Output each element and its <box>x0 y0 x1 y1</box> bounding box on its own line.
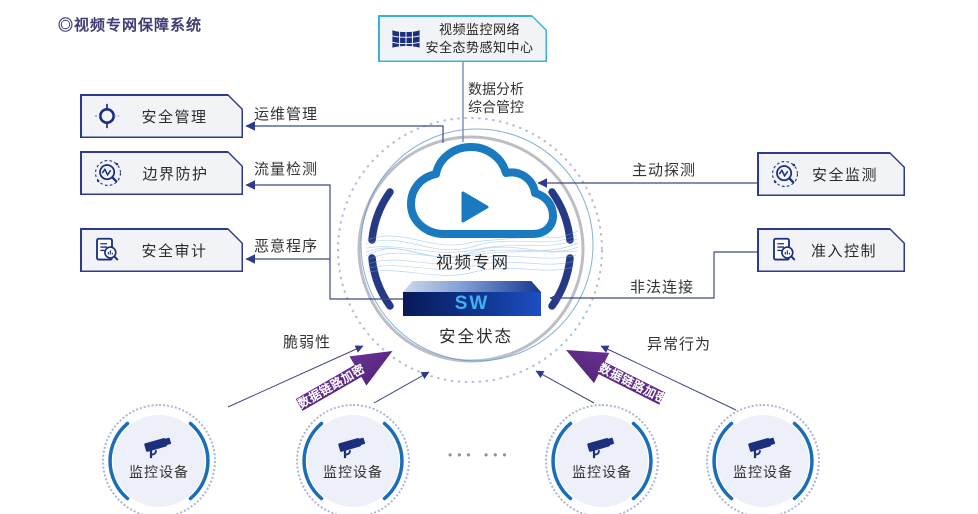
node-security-management: 安全管理 <box>80 94 243 138</box>
wave-lines <box>365 230 579 276</box>
device-dotted-ring <box>102 404 216 514</box>
edge-label-probe: 主动探测 <box>632 162 697 179</box>
node-border-protection: 边界防护 <box>80 151 243 195</box>
device-circle: 监控设备 <box>556 415 648 507</box>
device-circle: 监控设备 <box>113 415 205 507</box>
cctv-camera-icon <box>144 437 172 459</box>
device-node-3: 监控设备 <box>543 402 661 514</box>
device-label: 监控设备 <box>733 464 793 480</box>
device-circle: 监控设备 <box>307 415 399 507</box>
device-bracket-arcs <box>302 421 404 501</box>
status-label: 安全状态 <box>439 328 513 346</box>
target-icon <box>92 101 122 131</box>
outer-dotted-ring <box>337 117 603 383</box>
node-label: 安全管理 <box>141 108 208 126</box>
radar-scan-icon <box>92 157 124 189</box>
radar-scan-icon <box>769 158 801 190</box>
node-security-audit: 安全审计 <box>80 228 243 272</box>
device-bracket-arcs <box>551 421 653 501</box>
accent-ring <box>360 128 594 362</box>
switch-box: SW <box>403 281 541 316</box>
switch-label: SW <box>454 293 490 314</box>
cctv-camera-icon <box>748 437 776 459</box>
device-dotted-ring <box>706 404 820 514</box>
edge-label-malware: 恶意程序 <box>254 238 319 255</box>
switch-box-top <box>403 281 541 292</box>
device-dotted-ring <box>545 404 659 514</box>
device-bracket-arcs <box>712 421 814 501</box>
device-circle: 监控设备 <box>717 415 809 507</box>
more-devices-ellipsis: ••• ••• <box>448 448 512 462</box>
node-label: 视频监控网络 安全态势感知中心 <box>425 21 534 55</box>
node-label: 准入控制 <box>810 242 877 260</box>
edge-label-illegal: 非法连接 <box>630 279 695 296</box>
edge-label-maintenance: 运维管理 <box>254 106 319 123</box>
cctv-camera-icon <box>338 437 366 459</box>
node-label: 安全监测 <box>811 166 878 184</box>
device-node-1: 监控设备 <box>100 402 218 514</box>
page-title: ◎视频专网保障系统 <box>58 17 203 34</box>
device-arrows <box>227 345 737 411</box>
device-label: 监控设备 <box>323 464 383 480</box>
edge-label-traffic: 流量检测 <box>254 161 319 178</box>
device-label: 监控设备 <box>572 464 632 480</box>
edge-label-vulnerability: 脆弱性 <box>283 334 332 351</box>
audit-document-icon <box>92 235 122 265</box>
audit-document-icon <box>769 235 799 265</box>
device-bracket-arcs <box>108 421 210 501</box>
node-security-monitoring: 安全监测 <box>757 152 905 196</box>
connector-lines <box>245 62 757 303</box>
node-label: 边界防护 <box>142 165 209 183</box>
cctv-camera-icon <box>587 437 615 459</box>
video-wall-icon <box>390 26 422 52</box>
device-label: 监控设备 <box>129 464 189 480</box>
node-label: 安全审计 <box>141 242 208 260</box>
edge-label-anomaly: 异常行为 <box>647 336 712 353</box>
node-perception-center: 视频监控网络 安全态势感知中心 <box>378 15 547 62</box>
network-label: 视频专网 <box>436 254 510 272</box>
device-dotted-ring <box>296 404 410 514</box>
bracket-arcs <box>368 188 574 310</box>
edge-label-analysis: 数据分析 综合管控 <box>468 81 524 115</box>
cloud-play-icon <box>407 143 557 238</box>
device-node-4: 监控设备 <box>704 402 822 514</box>
node-access-control: 准入控制 <box>757 228 905 272</box>
switch-box-front: SW <box>403 292 541 316</box>
device-node-2: 监控设备 <box>294 402 412 514</box>
